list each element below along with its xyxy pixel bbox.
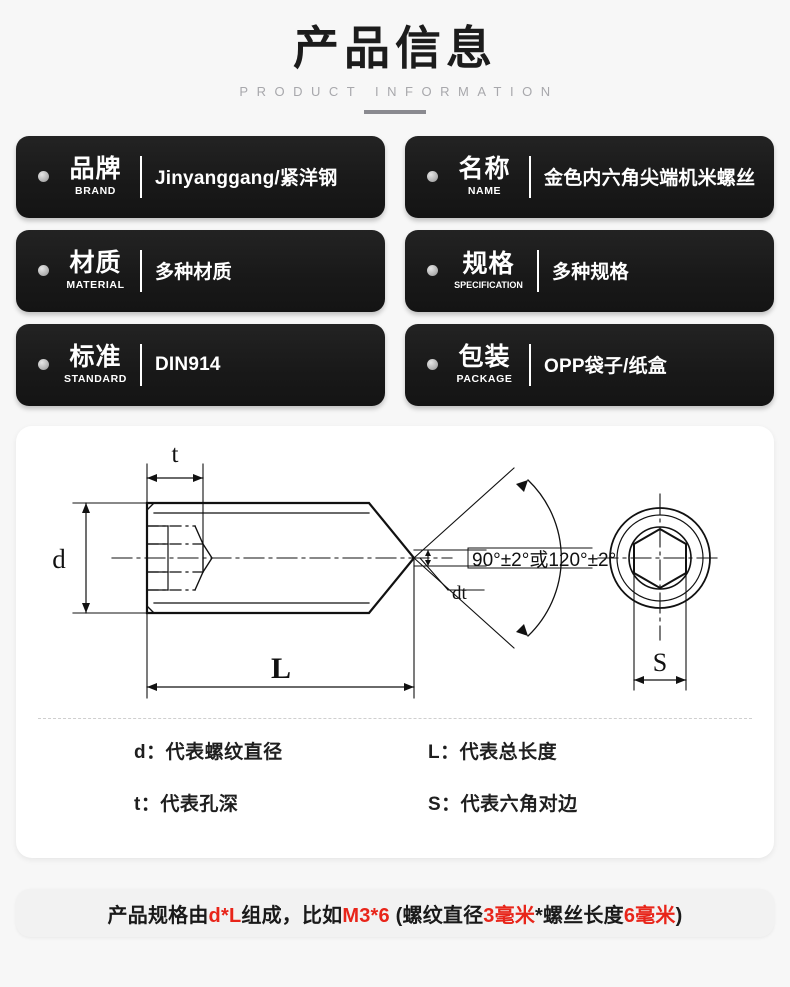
card-hole-icon xyxy=(38,171,49,183)
card-label-en: PACKAGE xyxy=(456,373,513,386)
footer-highlight-example: M3*6 xyxy=(342,904,390,927)
card-label-en: MATERIAL xyxy=(66,279,125,292)
card-label-group: 标准 STANDARD xyxy=(62,343,140,386)
card-label-en: NAME xyxy=(467,185,502,198)
footer-highlight-dL: d*L xyxy=(208,904,242,927)
page-subtitle: PRODUCT INFORMATION xyxy=(239,83,559,99)
footer-highlight-diameter: 3毫米 xyxy=(483,904,536,927)
card-label-group: 包装 PACKAGE xyxy=(451,343,529,386)
card-label-group: 名称 NAME xyxy=(451,155,529,198)
legend-item-S: S：代表六角对边 xyxy=(428,793,578,815)
card-value-material: 多种材质 xyxy=(155,262,232,284)
card-label-group: 规格 SPECIFICATION xyxy=(451,250,537,291)
dim-label-t: t xyxy=(172,441,179,468)
dim-label-dt: dt xyxy=(452,583,468,604)
card-value-package: OPP袋子/纸盒 xyxy=(544,356,668,378)
spec-formula-footer: 产品规格由d*L组成，比如M3*6 (螺纹直径3毫米*螺丝长度6毫米) xyxy=(16,889,774,937)
card-divider xyxy=(140,343,142,386)
footer-part-4: *螺丝长度 xyxy=(535,904,624,927)
drawing-svg: d t L dt S 90°±2°或120°±2° xyxy=(52,441,723,699)
card-value-specification: 多种规格 xyxy=(552,262,629,284)
card-divider xyxy=(140,249,142,292)
card-label-cn: 标准 xyxy=(69,343,122,372)
card-hole-icon xyxy=(427,265,438,277)
legend-item-L: L：代表总长度 xyxy=(428,741,558,763)
card-label-en: SPECIFICATION xyxy=(454,280,523,291)
card-hole-icon xyxy=(427,359,438,371)
card-label-group: 材质 MATERIAL xyxy=(62,249,140,292)
screw-body-outline xyxy=(145,501,416,614)
info-card-name: 名称 NAME 金色内六角尖端机米螺丝 xyxy=(405,135,774,218)
dim-label-d: d xyxy=(52,544,66,574)
card-divider xyxy=(529,155,531,198)
card-value-brand: Jinyanggang/紧洋钢 xyxy=(155,168,338,190)
card-divider xyxy=(537,249,539,292)
legend-item-t: t：代表孔深 xyxy=(134,793,239,815)
info-card-brand: 品牌 BRAND Jinyanggang/紧洋钢 xyxy=(16,135,385,218)
dim-label-S: S xyxy=(653,648,667,677)
card-label-group: 品牌 BRAND xyxy=(62,155,140,198)
spec-formula-text: 产品规格由d*L组成，比如M3*6 (螺纹直径3毫米*螺丝长度6毫米) xyxy=(108,899,683,928)
info-card-specification: 规格 SPECIFICATION 多种规格 xyxy=(405,229,774,312)
card-label-en: STANDARD xyxy=(64,373,127,386)
card-hole-icon xyxy=(38,265,49,277)
card-label-en: BRAND xyxy=(75,185,116,198)
product-info-card-grid: 品牌 BRAND Jinyanggang/紧洋钢 名称 NAME 金色内六角尖端… xyxy=(16,135,774,406)
card-label-cn: 包装 xyxy=(458,343,511,372)
cone-angle-note: 90°±2°或120°±2° xyxy=(472,549,616,571)
footer-part-5: ) xyxy=(675,904,683,927)
screw-engineering-drawing: d t L dt S 90°±2°或120°±2° xyxy=(16,440,774,712)
panel-dashed-divider xyxy=(38,717,752,719)
footer-part-2: 组成，比如 xyxy=(241,904,343,927)
dimension-legend: d：代表螺纹直径 L：代表总长度 t：代表孔深 S：代表六角对边 xyxy=(16,737,774,816)
card-label-cn: 名称 xyxy=(458,155,511,184)
card-hole-icon xyxy=(427,171,438,183)
card-hole-icon xyxy=(38,359,49,371)
title-underline xyxy=(364,109,426,114)
card-label-cn: 规格 xyxy=(462,250,515,279)
angle-arc xyxy=(527,478,562,637)
card-label-cn: 材质 xyxy=(69,249,122,278)
footer-part-1: 产品规格由 xyxy=(107,904,209,927)
info-card-package: 包装 PACKAGE OPP袋子/纸盒 xyxy=(405,323,774,406)
page-header: 产品信息 PRODUCT INFORMATION xyxy=(0,0,790,114)
legend-item-d: d：代表螺纹直径 xyxy=(134,741,283,763)
footer-highlight-length: 6毫米 xyxy=(623,904,676,927)
info-card-standard: 标准 STANDARD DIN914 xyxy=(16,323,385,406)
technical-drawing-panel: d t L dt S 90°±2°或120°±2° d：代表螺纹直径 L：代表总… xyxy=(16,425,774,858)
page-title: 产品信息 xyxy=(293,22,497,74)
card-value-standard: DIN914 xyxy=(155,353,221,375)
card-label-cn: 品牌 xyxy=(69,155,122,184)
card-divider xyxy=(140,155,142,198)
card-value-name: 金色内六角尖端机米螺丝 xyxy=(544,168,756,190)
angle-leader-lines xyxy=(413,467,515,649)
card-divider xyxy=(529,343,531,386)
footer-part-3: (螺纹直径 xyxy=(389,904,484,927)
info-card-material: 材质 MATERIAL 多种材质 xyxy=(16,229,385,312)
dim-label-L: L xyxy=(271,652,291,685)
